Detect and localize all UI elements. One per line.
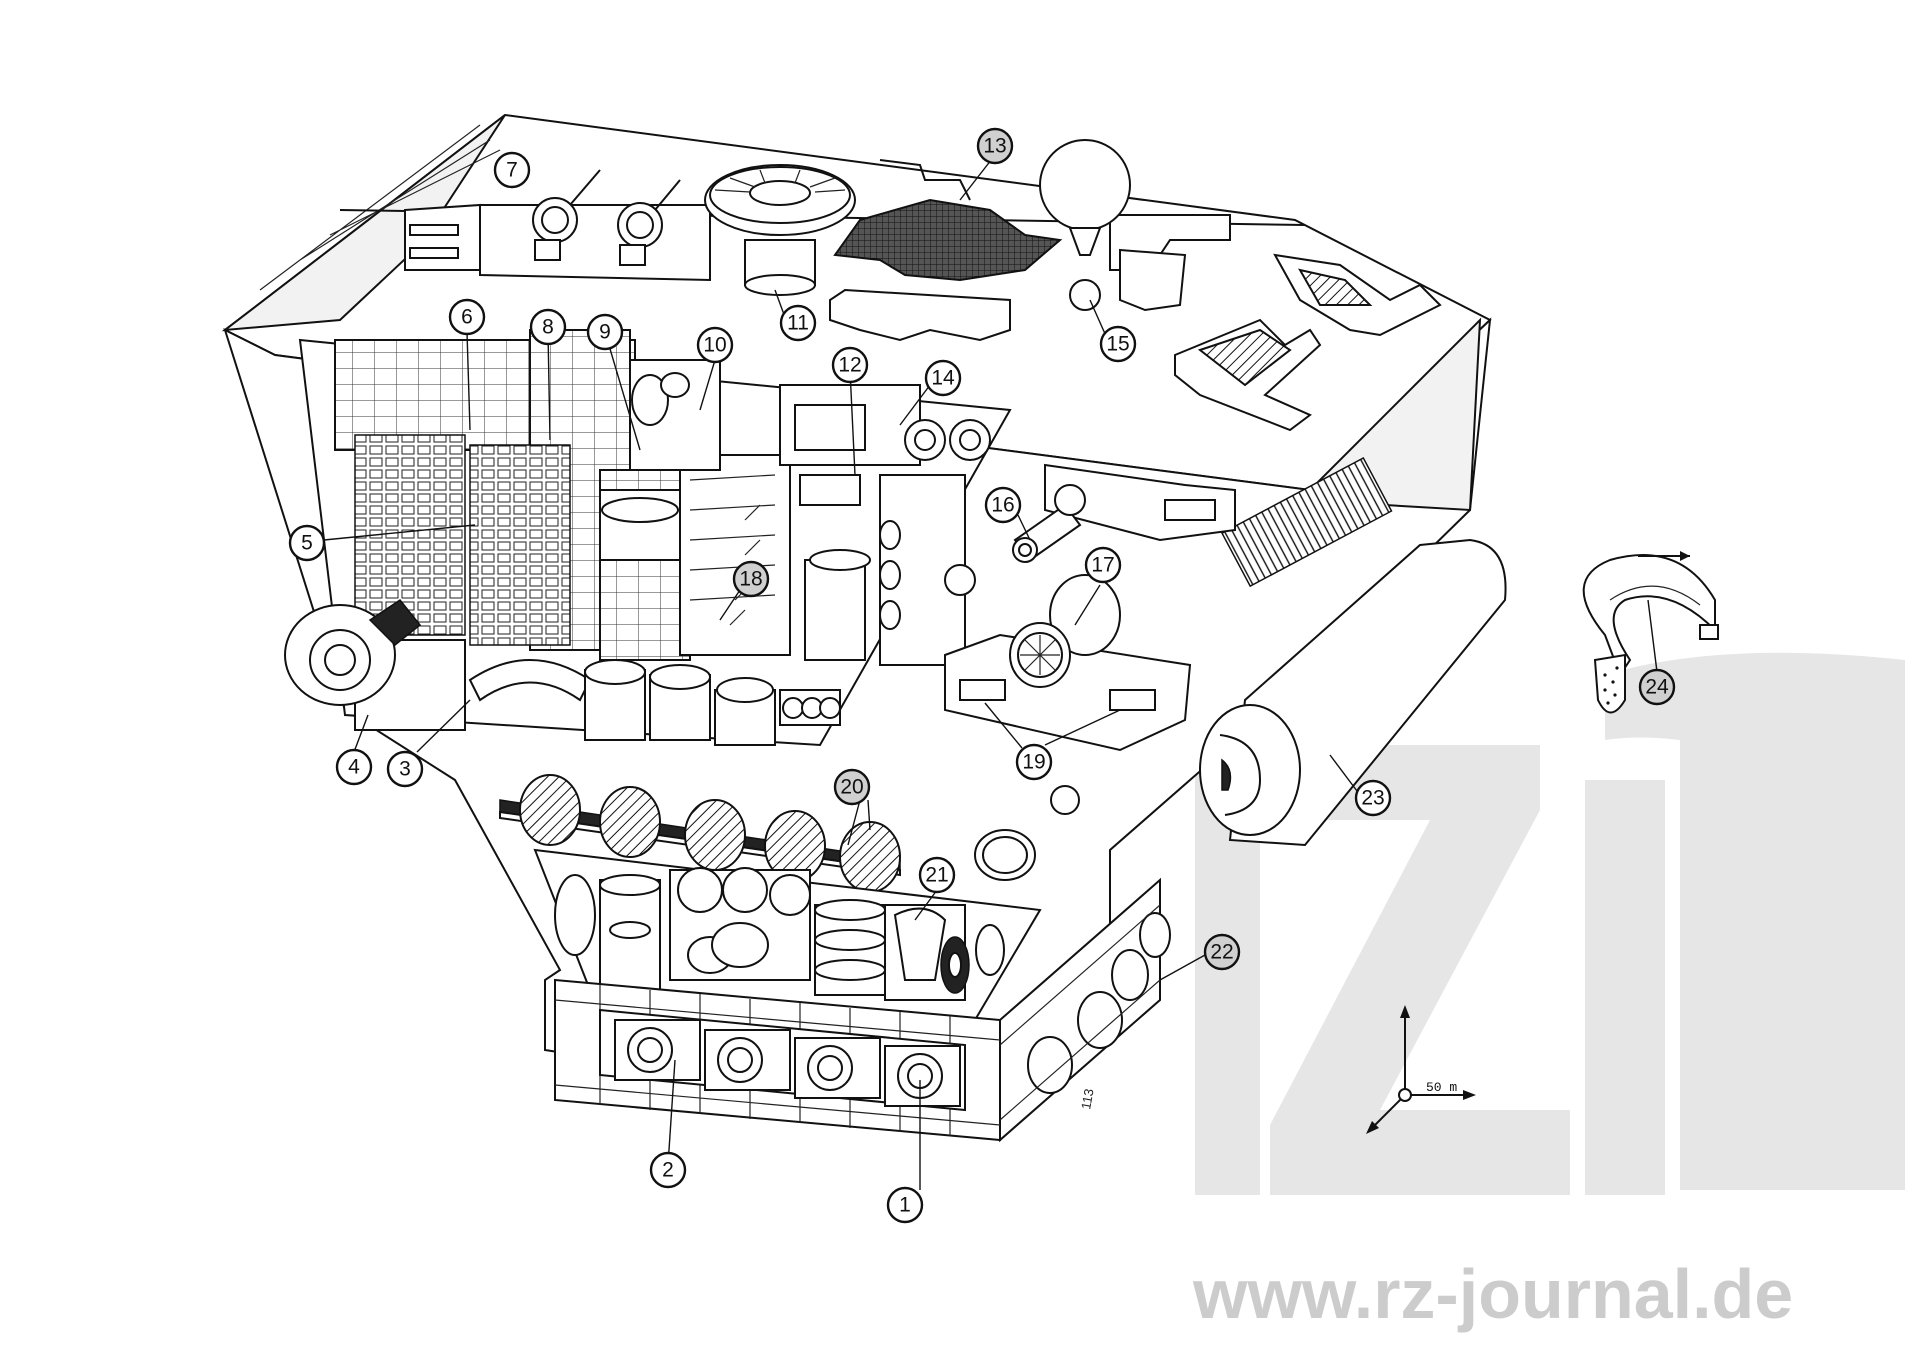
scale-label: 50 m: [1426, 1080, 1457, 1095]
svg-text:1: 1: [899, 1194, 911, 1217]
label-15: 15: [1099, 325, 1137, 363]
svg-text:16: 16: [991, 494, 1014, 517]
hull-fixtures: [944, 463, 1236, 881]
svg-text:9: 9: [599, 321, 611, 344]
svg-text:5: 5: [301, 532, 313, 555]
svg-text:20: 20: [840, 776, 863, 799]
cross-structure-13: [829, 159, 1231, 342]
svg-text:3: 3: [399, 758, 411, 781]
label-13: 13: [976, 127, 1014, 165]
label-14: 14: [924, 359, 962, 397]
svg-text:15: 15: [1106, 333, 1129, 356]
cylinder-23: [1199, 538, 1507, 847]
svg-text:24: 24: [1645, 676, 1669, 699]
svg-text:22: 22: [1210, 941, 1233, 964]
drum-tower-11: [704, 164, 856, 296]
label-22: 22: [1203, 933, 1241, 971]
svg-text:6: 6: [461, 306, 473, 329]
svg-text:14: 14: [931, 367, 955, 390]
label-16: 16: [984, 486, 1022, 524]
svg-text:23: 23: [1361, 787, 1384, 810]
svg-text:8: 8: [542, 316, 554, 339]
svg-text:7: 7: [506, 159, 518, 182]
crescent-24: [1582, 551, 1719, 714]
label-19: 19: [1015, 743, 1053, 781]
label-24: 24: [1638, 668, 1676, 706]
leader-lines: [323, 154, 1658, 1190]
label-21: 21: [918, 856, 956, 894]
label-9: 9: [586, 313, 624, 351]
page-number: 113: [1078, 1087, 1096, 1110]
lower-cutaway: [533, 848, 1042, 1022]
label-7: 7: [493, 151, 531, 189]
svg-text:19: 19: [1022, 751, 1045, 774]
label-12: 12: [831, 346, 869, 384]
label-18: 18: [732, 560, 770, 598]
svg-text:10: 10: [703, 334, 726, 357]
rz-logo-watermark: [1195, 652, 1905, 1195]
label-23: 23: [1354, 779, 1392, 817]
chevron-walls: [1174, 253, 1442, 432]
svg-text:17: 17: [1091, 554, 1114, 577]
label-10: 10: [696, 326, 734, 364]
label-3: 3: [386, 750, 424, 788]
base-block: [554, 877, 1171, 1143]
scale-axes: 50 m: [1366, 1005, 1476, 1134]
label-11: 11: [779, 304, 817, 342]
watermark-url: www.rz-journal.de: [1192, 1255, 1793, 1333]
label-17: 17: [1084, 546, 1122, 584]
label-20: 20: [833, 768, 871, 806]
block-7: [404, 169, 711, 282]
label-4: 4: [335, 748, 373, 786]
svg-text:11: 11: [787, 312, 809, 335]
label-2: 2: [649, 1151, 687, 1189]
label-5: 5: [288, 524, 326, 562]
svg-text:13: 13: [983, 135, 1006, 158]
svg-text:4: 4: [348, 756, 360, 779]
label-8: 8: [529, 308, 567, 346]
label-1: 1: [886, 1186, 924, 1224]
svg-text:18: 18: [739, 568, 762, 591]
svg-text:21: 21: [925, 864, 948, 887]
svg-text:12: 12: [838, 354, 861, 377]
sphere-15: [1039, 139, 1131, 311]
label-6: 6: [448, 298, 486, 336]
hatched-disc-bar-20: [499, 774, 901, 893]
callouts: 1 2 3 4 5 6 7 8 9 10 11 12 13 14 15 16 1…: [288, 127, 1676, 1224]
svg-text:2: 2: [662, 1159, 674, 1182]
